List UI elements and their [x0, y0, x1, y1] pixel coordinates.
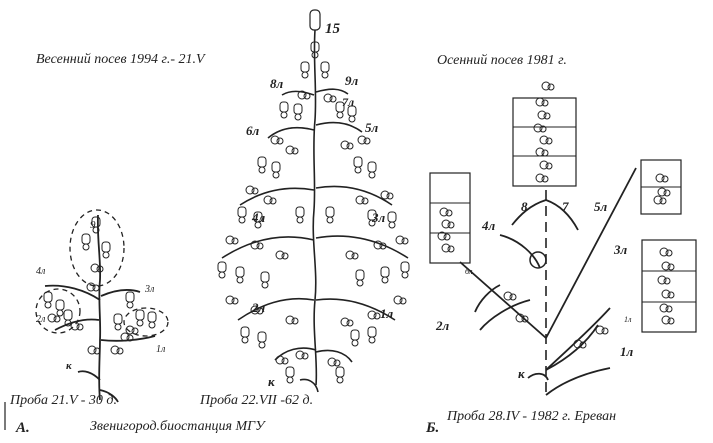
autumn-branch-2	[460, 262, 546, 338]
panel-b-letter: Б.	[426, 420, 439, 437]
tall-label-k: к	[268, 374, 275, 389]
small-label-1l: 1л	[156, 344, 166, 355]
autumn-label-1l-small: 1л	[624, 315, 632, 324]
autumn-plant-organs	[438, 82, 674, 348]
small-label-4l: 4л	[36, 266, 46, 277]
inset-box-top	[513, 98, 576, 186]
tall-branch-4	[240, 188, 314, 205]
tall-label-15: 15	[325, 21, 341, 37]
autumn-label-7: 7	[562, 199, 569, 214]
autumn-label-2l: 2л	[435, 318, 450, 333]
small-label-3l: 3л	[144, 284, 155, 295]
tall-plant-organs	[218, 10, 409, 383]
autumn-branch-8	[512, 200, 546, 225]
dashed-outline-right	[124, 308, 168, 336]
caption-sample-a2: Проба 22.VII -62 д.	[200, 393, 313, 409]
tall-label-6l: 6л	[246, 123, 260, 138]
autumn-label-8: 8	[521, 199, 528, 214]
caption-autumn-sowing: Осенний посев 1981 г.	[437, 53, 567, 69]
autumn-label-3l: 3л	[613, 242, 628, 257]
tall-label-9l: 9л	[345, 73, 359, 88]
small-label-k: к	[66, 360, 72, 372]
autumn-plant	[430, 98, 696, 395]
panel-a-letter: А.	[16, 420, 30, 437]
autumn-label-4l: 4л	[481, 218, 496, 233]
small-branch-4	[45, 286, 100, 300]
small-main-stem	[98, 215, 100, 400]
tall-label-7l: 7л	[342, 95, 354, 109]
tall-label-1l: 1л	[380, 306, 394, 321]
tall-main-stem	[313, 30, 316, 385]
tall-label-2l: 2л	[251, 300, 266, 315]
autumn-label-k: к	[518, 366, 525, 381]
tall-label-4l: 4л	[251, 210, 266, 225]
small-label-2l: 2л	[36, 314, 46, 325]
tall-label-3l: 3л	[371, 210, 386, 225]
caption-sample-b: Проба 28.IV - 1982 г. Ереван	[447, 409, 616, 425]
small-label-9: 9	[90, 219, 96, 231]
autumn-label-6l-small: 6л	[465, 267, 473, 276]
small-branch-k	[78, 371, 100, 380]
autumn-branch-4	[500, 235, 540, 268]
autumn-label-5l: 5л	[594, 199, 608, 214]
caption-spring-sowing: Весенний посев 1994 г.- 21.V	[36, 52, 205, 68]
tall-label-8l: 8л	[270, 76, 284, 91]
tall-branch-2	[238, 299, 314, 320]
tall-label-5l: 5л	[365, 120, 379, 135]
caption-sample-a1: Проба 21.V - 30 д.	[10, 393, 117, 409]
autumn-label-1l: 1л	[620, 344, 634, 359]
panel-a-place: Звенигород.биостанция МГУ	[90, 419, 265, 435]
